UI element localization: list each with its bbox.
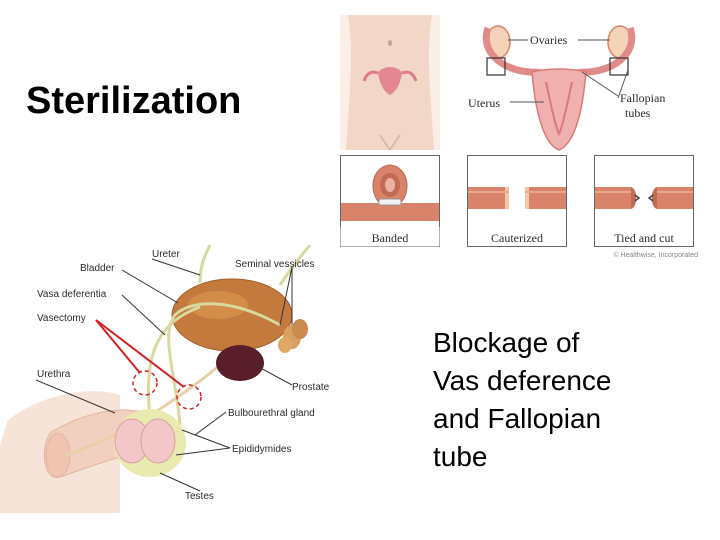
slide-title: Sterilization [26,80,242,122]
caption-text: Blockage of Vas deference and Fallopian … [433,324,703,476]
image-credit: © Healthwise, Incorporated [613,251,698,259]
ovaries-label: Ovaries [530,33,568,47]
bladder-label: Bladder [80,263,115,274]
method-label-tied-and-cut: Tied and cut [614,231,674,245]
caption-line-3: and Fallopian [433,403,602,434]
caption-line-1: Blockage of [433,327,580,358]
fallopian-tubes-label-line2: tubes [625,106,651,120]
caption-line-4: tube [433,441,488,472]
vasa-deferentia-label: Vasa deferentia [37,289,107,300]
credit-text: © Healthwise, Incorporated [613,251,698,259]
urethra-label: Urethra [37,369,71,380]
vasectomy-label: Vasectomy [37,313,86,324]
vasectomy-marker-left [132,370,158,396]
uterus-label: Uterus [468,96,500,110]
testes-shape [114,409,186,477]
cauterized-method-panel: Cauterized [467,155,567,247]
tied-and-cut-method-panel: Tied and cut [594,155,694,247]
prostate-label: Prostate [292,382,330,393]
bulbourethral-gland-label: Bulbourethral gland [228,408,315,419]
testes-label: Testes [185,491,214,502]
caption-line-2: Vas deference [433,365,612,396]
fallopian-tubes-label-line1: Fallopian [620,91,665,105]
female-torso-illustration [340,15,440,150]
seminal-vesicles-shape [278,319,308,353]
method-label-banded: Banded [372,231,409,245]
banded-method-panel: Banded [340,155,440,247]
seminal-vessicles-label: Seminal vessicles [235,259,314,270]
method-label-cauterized: Cauterized [491,231,543,245]
vasectomy-marker-right [176,384,202,410]
male-reproductive-diagram: Ureter Bladder Seminal vessicles Vasa de… [0,245,330,513]
ureter-label: Ureter [152,249,180,260]
prostate-shape [216,345,264,381]
epididymides-label: Epididymides [232,444,291,455]
uterus-diagram: Ovaries Uterus Fallopian tubes [460,10,700,155]
